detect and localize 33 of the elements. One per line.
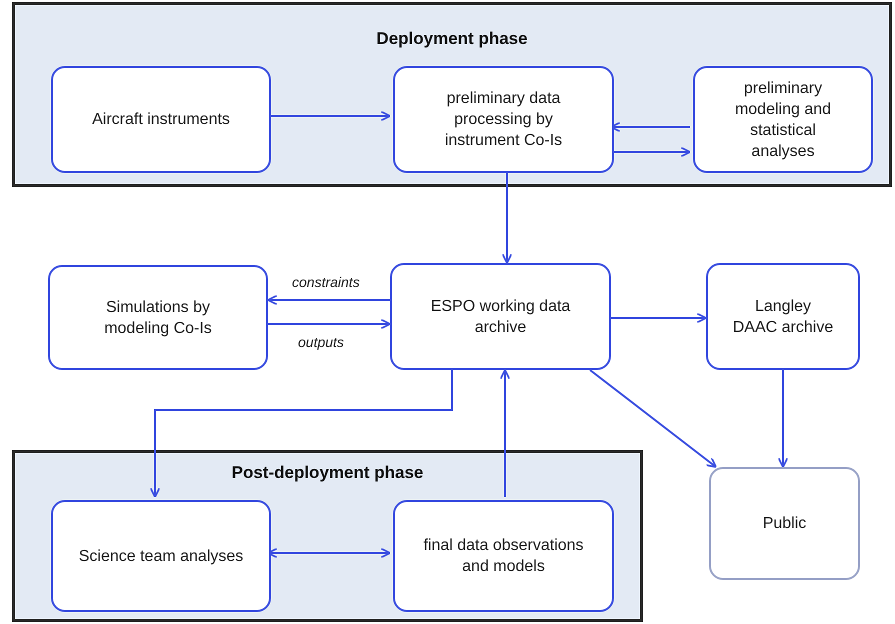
- phase-band: [12, 2, 892, 187]
- arrow: [778, 370, 788, 468]
- process-box: [390, 263, 611, 370]
- box-text: Langley DAAC archive: [732, 296, 834, 338]
- box-text: Science team analyses: [78, 546, 244, 566]
- arrow: [267, 294, 390, 306]
- process-box: [48, 265, 268, 370]
- box-text: Aircraft instruments: [92, 110, 230, 130]
- arrow: [502, 170, 512, 264]
- phase-band: [12, 450, 643, 622]
- box-text: Public: [762, 514, 806, 534]
- process-box: [706, 263, 860, 370]
- arrow: [150, 370, 453, 498]
- process-box: [693, 66, 873, 173]
- phase-title: Deployment phase: [376, 29, 528, 49]
- box-text: final data observations and models: [422, 536, 585, 577]
- process-box: [393, 66, 614, 173]
- box-text: Simulations by modeling Co-Is: [103, 298, 213, 338]
- box-text: preliminary modeling and statistical analyses: [734, 78, 832, 162]
- process-box: [51, 66, 271, 173]
- box-text: ESPO working data archive: [430, 296, 572, 338]
- process-box: [393, 500, 614, 612]
- arrow: [500, 369, 510, 497]
- box-text: preliminary data processing by instrument Co-Is: [444, 89, 564, 151]
- arrow: [268, 318, 391, 330]
- process-box: [709, 467, 860, 580]
- arrow: [268, 110, 391, 122]
- arrow: [589, 369, 717, 468]
- arrow: [611, 312, 707, 324]
- edge-label: constraints: [290, 274, 362, 290]
- arrow: [611, 146, 691, 158]
- phase-title: Post-deployment phase: [232, 463, 424, 483]
- process-box: [51, 500, 271, 612]
